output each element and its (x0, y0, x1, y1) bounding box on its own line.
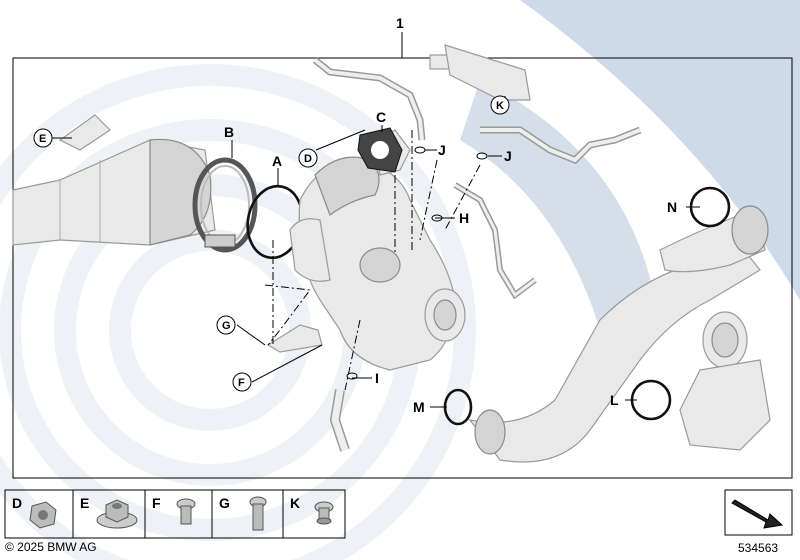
label-d: D (298, 148, 318, 168)
svg-text:F: F (152, 495, 161, 511)
label-h: H (459, 210, 469, 226)
svg-text:G: G (219, 495, 230, 511)
main-part-number: 1 (396, 15, 404, 31)
label-f: F (232, 372, 252, 392)
label-k: K (490, 95, 510, 115)
charge-air-pipe (468, 205, 771, 463)
svg-text:G: G (222, 320, 231, 332)
component-panel: D E F G (4, 489, 346, 539)
component-e: E (80, 495, 138, 529)
hose-clips (346, 146, 488, 380)
nut-collar-icon (29, 501, 57, 529)
label-c: C (376, 109, 386, 125)
svg-text:E: E (39, 133, 46, 145)
oil-return-line (453, 182, 537, 300)
coolant-line (480, 126, 642, 165)
bolt-torx-icon (176, 498, 196, 525)
label-b: B (224, 124, 234, 140)
catalytic-converter (12, 114, 216, 246)
svg-text:K: K (290, 495, 300, 511)
nut-flange-icon (96, 499, 138, 529)
label-m: M (413, 399, 425, 415)
bolt-collar-icon (314, 501, 334, 525)
copyright-text: © 2025 BMW AG (5, 540, 97, 554)
image-number: 534563 (738, 541, 779, 555)
label-g: G (216, 315, 236, 335)
bolt-torx-long-icon (249, 496, 267, 531)
svg-text:D: D (304, 153, 312, 165)
direction-arrow-box (724, 489, 793, 536)
assembly-lines (264, 130, 481, 391)
label-j-right: J (504, 148, 512, 164)
arrow-icon (731, 499, 784, 529)
heat-shield (444, 44, 531, 101)
component-k: K (290, 495, 334, 525)
svg-text:E: E (80, 495, 89, 511)
label-j-left: J (438, 142, 446, 158)
label-n: N (667, 199, 677, 215)
component-g: G (219, 495, 267, 531)
component-f: F (152, 495, 196, 525)
v-band-clamp (192, 157, 258, 253)
label-e: E (33, 128, 53, 148)
turbocharger (289, 129, 466, 371)
o-ring-l (630, 379, 672, 421)
label-l: L (610, 392, 619, 408)
svg-text:F: F (238, 377, 245, 389)
drain-pipe (329, 389, 350, 452)
gasket-c (357, 127, 403, 173)
svg-text:K: K (496, 100, 504, 112)
label-a: A (272, 153, 282, 169)
component-d: D (12, 495, 57, 529)
support-bracket (266, 324, 323, 353)
svg-text:D: D (12, 495, 22, 511)
label-i: I (375, 370, 379, 386)
